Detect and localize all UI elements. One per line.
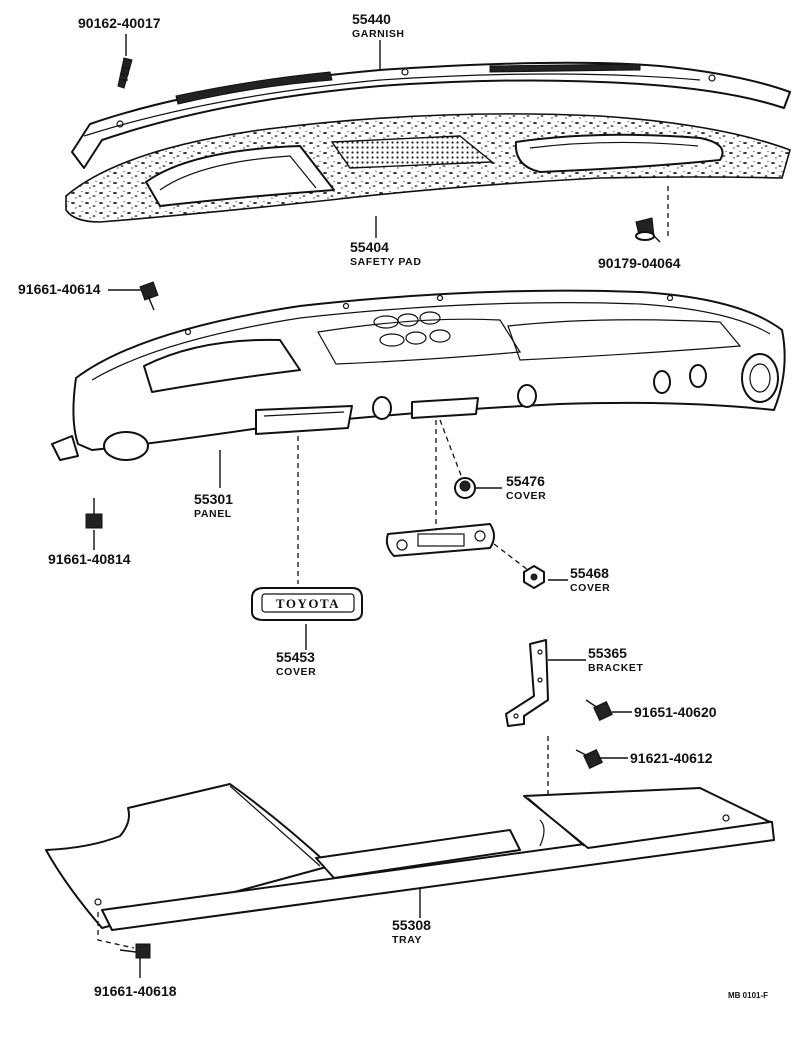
bolt-91661-40614 — [139, 281, 159, 311]
part-name: COVER — [570, 582, 610, 594]
part-number: 55440 — [352, 11, 391, 27]
part-name: COVER — [276, 666, 316, 678]
part-number: 55301 — [194, 491, 233, 507]
cover-55453-part: TOYOTA — [251, 587, 363, 621]
label-panel: 55301 PANEL — [194, 491, 233, 520]
fastener-91661-40814-label: 91661-40814 — [48, 551, 131, 567]
label-garnish: 55440 GARNISH — [352, 11, 405, 40]
cover-55468-part — [523, 565, 545, 589]
garnish-part — [71, 61, 791, 169]
part-name: BRACKET — [588, 662, 644, 674]
label-safety-pad: 55404 SAFETY PAD — [350, 239, 422, 268]
panel-part — [51, 289, 786, 461]
screw-90162-40017 — [117, 57, 133, 89]
part-number: 55476 — [506, 473, 545, 489]
part-number: 55404 — [350, 239, 389, 255]
bezel-plate — [385, 523, 495, 557]
label-tray: 55308 TRAY — [392, 917, 431, 946]
part-name: SAFETY PAD — [350, 256, 422, 268]
fastener-91651-40620-label: 91651-40620 — [634, 704, 717, 720]
fastener-90179-04064-label: 90179-04064 — [598, 255, 681, 271]
safety-pad-part — [65, 113, 791, 223]
part-name: GARNISH — [352, 28, 405, 40]
part-name: COVER — [506, 490, 546, 502]
bracket-part — [505, 639, 549, 727]
bolt-91661-40814 — [85, 498, 103, 529]
fastener-90162-40017-label: 90162-40017 — [78, 15, 161, 31]
fastener-91621-40612-label: 91621-40612 — [630, 750, 713, 766]
part-number: 55453 — [276, 649, 315, 665]
part-number: 55365 — [588, 645, 627, 661]
tray-part — [45, 783, 775, 931]
fastener-91661-40614-label: 91661-40614 — [18, 281, 101, 297]
label-cover-55468: 55468 COVER — [570, 565, 610, 594]
grommet-90179-04064 — [635, 217, 655, 241]
part-number: 55308 — [392, 917, 431, 933]
part-number: 55468 — [570, 565, 609, 581]
bolt-91661-40618 — [119, 943, 151, 959]
reference-code: MB 0101-F — [728, 991, 768, 1000]
gauge-cluster — [373, 311, 451, 347]
part-name: TRAY — [392, 934, 422, 946]
leader-lines — [93, 34, 661, 978]
label-cover-55453: 55453 COVER — [276, 649, 316, 678]
screw-91621-40612 — [575, 749, 603, 769]
emblem-text: TOYOTA — [276, 596, 340, 611]
bolt-91651-40620 — [585, 699, 613, 721]
assembly-lines — [97, 186, 669, 949]
label-cover-55476: 55476 COVER — [506, 473, 546, 502]
label-bracket: 55365 BRACKET — [588, 645, 644, 674]
fastener-91661-40618-label: 91661-40618 — [94, 983, 177, 999]
part-name: PANEL — [194, 508, 232, 520]
cover-55476-part — [454, 477, 476, 499]
